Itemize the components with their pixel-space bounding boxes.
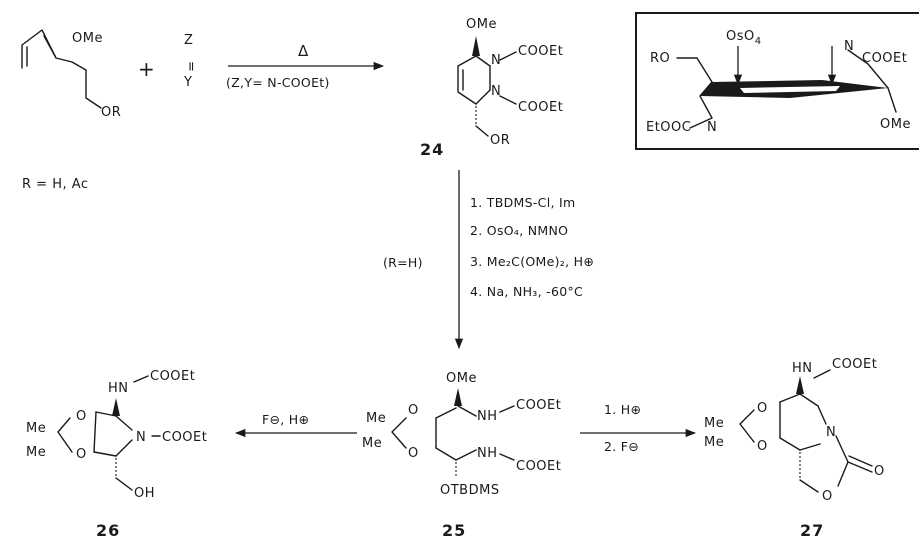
compound-24-number: 24 <box>420 140 444 159</box>
cpd24-ome-label: OMe <box>466 17 497 32</box>
cpd27-n-label: N <box>826 425 836 440</box>
cpd25-nh2-label: NH <box>477 446 498 461</box>
cpd26-cooet1-label: COOEt <box>150 369 195 384</box>
cpd26-n-label: N <box>136 430 146 445</box>
cpd26-cooet2-label: COOEt <box>162 430 207 445</box>
arrow-vertical: (R=H) 1. TBDMS-Cl, Im 2. OsO₄, NMNO 3. M… <box>383 170 594 350</box>
cpd25-ome-label: OMe <box>446 371 477 386</box>
cpd25-me1-label: Me <box>366 411 386 426</box>
cpd27-o2-label: O <box>757 439 768 454</box>
dienophile-structure: Z = Y <box>183 33 198 90</box>
dienophile-y-label: Y <box>183 75 192 90</box>
vertical-step-3: 3. Me₂C(OMe)₂, H⊕ <box>470 254 594 269</box>
cpd25-me2-label: Me <box>362 436 382 451</box>
compound-24-structure: OMe N N COOEt COOEt OR <box>457 17 563 148</box>
inset-oso4-label: OsO4 <box>726 29 762 47</box>
cpd24-cooet2-label: COOEt <box>518 100 563 115</box>
cpd27-o3-label: O <box>822 489 833 504</box>
compound-26-structure: HN COOEt Me Me O O N COOEt OH <box>26 369 207 501</box>
cpd25-cooet2-label: COOEt <box>516 459 561 474</box>
cpd26-oh-label: OH <box>134 486 155 501</box>
cpd26-me2-label: Me <box>26 445 46 460</box>
cpd26-o2-label: O <box>76 447 87 462</box>
arrow-to-27: 1. H⊕ 2. F⊖ <box>580 402 697 454</box>
inset-ome-label: OMe <box>880 117 911 132</box>
vertical-r-label: (R=H) <box>383 255 423 270</box>
arrow-condition-label: (Z,Y= N-COOEt) <box>226 75 330 90</box>
vertical-step-2: 2. OsO₄, NMNO <box>470 223 568 238</box>
cpd27-o4-label: O <box>874 464 885 479</box>
arrow-heat-label: Δ <box>298 42 309 60</box>
dienophile-double-bond: = <box>183 61 198 72</box>
compound-26-number: 26 <box>96 521 120 540</box>
compound-25-structure: OMe Me Me O O NH NH COOEt COOEt OTBDMS <box>362 371 561 498</box>
cpd27-o1-label: O <box>757 401 768 416</box>
compound-27-structure: HN COOEt Me Me O O N O O <box>704 357 885 504</box>
cpd27-me1-label: Me <box>704 416 724 431</box>
cpd25-nh1-label: NH <box>477 409 498 424</box>
inset-etooc-label: EtOOC <box>646 120 691 135</box>
arrow-left-label: F⊖, H⊕ <box>262 412 309 427</box>
vertical-step-4: 4. Na, NH₃, -60°C <box>470 284 583 299</box>
cpd26-me1-label: Me <box>26 421 46 436</box>
cpd27-hn-label: HN <box>792 361 813 376</box>
inset-n-left-label: N <box>707 120 717 135</box>
compound-25-number: 25 <box>442 521 466 540</box>
cpd24-or-label: OR <box>490 133 510 148</box>
vertical-step-1: 1. TBDMS-Cl, Im <box>470 195 575 210</box>
cpd27-cooet-label: COOEt <box>832 357 877 372</box>
inset-box: RO OsO4 N COOEt EtOOC N OMe <box>635 12 919 150</box>
dienophile-z-label: Z <box>184 33 193 48</box>
inset-ro-label: RO <box>650 51 670 66</box>
cpd24-n1-label: N <box>491 53 501 68</box>
arrow-diels-alder: Δ (Z,Y= N-COOEt) <box>226 42 385 90</box>
cpd25-o2-label: O <box>408 446 419 461</box>
inset-cooet-right-label: COOEt <box>862 51 907 66</box>
cpd27-me2-label: Me <box>704 435 724 450</box>
arrow-right-line2: 2. F⊖ <box>604 439 639 454</box>
plus-sign: + <box>138 57 155 81</box>
cpd25-otbdms-label: OTBDMS <box>440 483 500 498</box>
cpd24-cooet1-label: COOEt <box>518 44 563 59</box>
cpd26-hn-label: HN <box>108 381 129 396</box>
r-definition: R = H, Ac <box>22 177 89 192</box>
cpd25-cooet1-label: COOEt <box>516 398 561 413</box>
cpd26-o1-label: O <box>76 409 87 424</box>
diene-structure: OMe OR <box>21 29 121 120</box>
arrow-to-26: F⊖, H⊕ <box>234 412 357 438</box>
cpd24-n2-label: N <box>491 84 501 99</box>
compound-27-number: 27 <box>800 521 824 540</box>
arrow-right-line1: 1. H⊕ <box>604 402 641 417</box>
inset-n-right-label: N <box>844 39 854 54</box>
diene-or-label: OR <box>101 105 121 120</box>
diene-ome-label: OMe <box>72 31 103 46</box>
cpd25-o1-label: O <box>408 403 419 418</box>
